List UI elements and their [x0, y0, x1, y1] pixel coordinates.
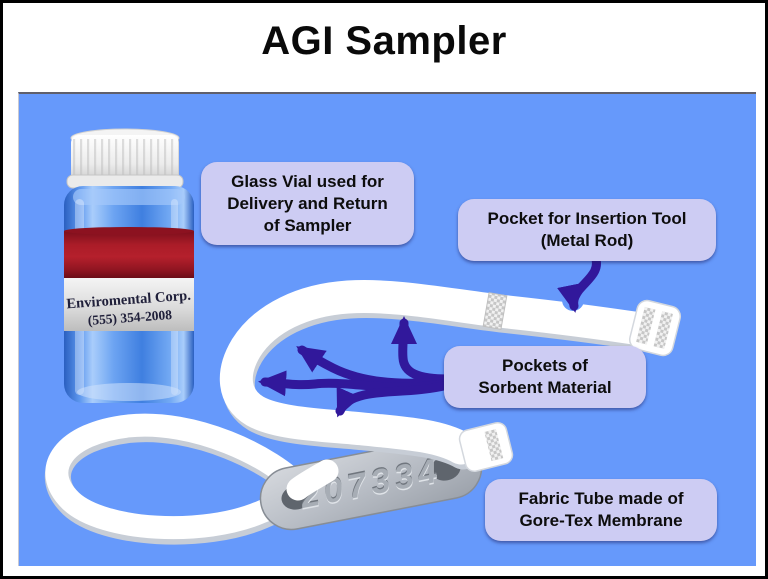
callout-insertion-tool: Pocket for Insertion Tool (Metal Rod)	[458, 199, 716, 261]
page-title: AGI Sampler	[261, 19, 507, 63]
callout-glass-vial: Glass Vial used for Delivery and Return …	[201, 162, 414, 246]
vial-label: Enviromental Corp. (555) 354-2008	[64, 278, 194, 331]
callout-sorbent-pockets: Pockets of Sorbent Material	[444, 346, 646, 408]
sorbent-arrow-up	[390, 316, 453, 384]
glass-vial: Enviromental Corp. (555) 354-2008	[64, 128, 194, 403]
callout-fabric-tube: Fabric Tube made of Gore-Tex Membrane	[485, 479, 717, 541]
insertion-tool-arrow	[557, 251, 601, 313]
tube-end-cap-right	[628, 299, 682, 357]
fabric-loop	[44, 413, 317, 545]
fabric-tube	[219, 280, 682, 473]
tube-divider-patch	[482, 292, 508, 330]
vial-label-phone: (555) 354-2008	[87, 307, 172, 328]
vial-red-band	[64, 227, 194, 278]
annotation-arrows	[258, 251, 601, 418]
vial-cap	[66, 128, 184, 189]
loop-through-hole	[286, 459, 339, 501]
tube-end-cap-lower	[458, 421, 514, 473]
sampler-illustration: 207334 207334 207334	[44, 128, 682, 545]
sorbent-arrow-downleft	[335, 380, 453, 418]
